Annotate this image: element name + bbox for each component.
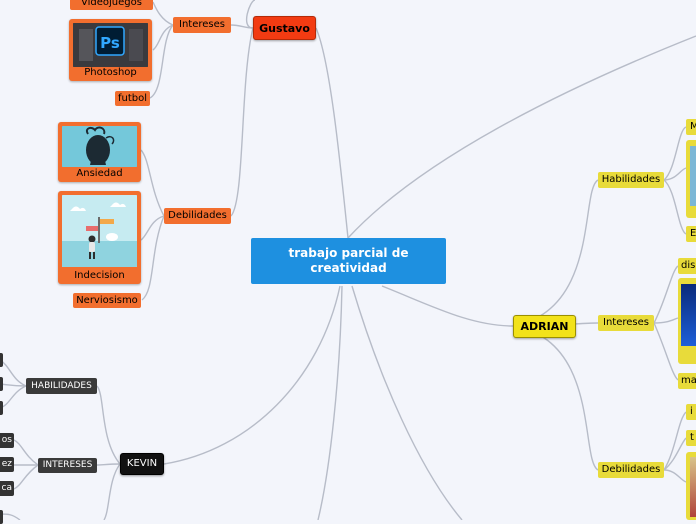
anxious-head-illustration (62, 126, 137, 167)
gustavo-ansiedad-card[interactable]: Ansiedad (58, 122, 141, 182)
kevin-label: KEVIN (127, 459, 157, 469)
kevin-habilidad-item-1[interactable] (0, 353, 3, 367)
kevin-interes-ca-label: ca (2, 484, 12, 493)
adrian-debilidad-i-label: i (690, 407, 693, 417)
kevin-interes-ez-node[interactable]: ez (0, 457, 14, 472)
kevin-bottom-item[interactable] (0, 510, 3, 524)
photoshop-caption: Photoshop (69, 67, 152, 78)
adrian-debilidad-image-card[interactable] (686, 452, 696, 520)
adrian-habilidades-node[interactable]: Habilidades (598, 172, 664, 188)
adrian-habilidad-e-label: E (690, 229, 696, 239)
adrian-intereses-label: Intereses (603, 318, 649, 328)
adrian-habilidad-m-label: M (690, 122, 696, 132)
debilidad-image (690, 457, 696, 517)
adrian-interes-dis-node[interactable]: dis (678, 258, 696, 274)
gustavo-label: Gustavo (259, 23, 310, 34)
videojuegos-label: Videojuegos (81, 0, 142, 8)
adrian-node[interactable]: ADRIAN (513, 315, 576, 338)
kevin-habilidades-node[interactable]: HABILIDADES (26, 378, 97, 394)
kevin-intereses-label: INTERESES (43, 461, 93, 470)
adrian-habilidad-m-node[interactable]: M (686, 119, 696, 135)
adrian-habilidad-image-card[interactable] (686, 140, 696, 218)
habilidad-image (690, 146, 696, 206)
gustavo-videojuegos-node[interactable]: Videojuegos (70, 0, 153, 10)
kevin-habilidades-label: HABILIDADES (31, 382, 92, 391)
svg-text:Ps: Ps (100, 34, 120, 52)
kevin-node[interactable]: KEVIN (120, 453, 164, 475)
gustavo-intereses-node[interactable]: Intereses (173, 17, 231, 33)
gustavo-node[interactable]: Gustavo (253, 16, 316, 40)
adrian-debilidad-t-label: t (690, 433, 694, 443)
ansiedad-caption: Ansiedad (58, 168, 141, 179)
adrian-intereses-node[interactable]: Intereses (598, 315, 654, 331)
central-topic-title: trabajo parcial de creatividad (271, 246, 426, 276)
adrian-debilidad-i-node[interactable]: i (686, 404, 696, 420)
gustavo-photoshop-card[interactable]: Ps Photoshop (69, 19, 152, 81)
gustavo-futbol-node[interactable]: futbol (115, 91, 150, 106)
adrian-habilidades-label: Habilidades (602, 175, 661, 185)
central-topic[interactable]: trabajo parcial de creatividad (251, 238, 446, 284)
adrian-debilidad-t-node[interactable]: t (686, 430, 696, 446)
indecision-caption: Indecision (58, 270, 141, 281)
kevin-habilidad-item-2[interactable] (0, 377, 3, 391)
kevin-interes-ca-node[interactable]: ca (0, 481, 14, 496)
gustavo-indecision-card[interactable]: Indecision (58, 191, 141, 284)
signpost-person-illustration (62, 195, 137, 267)
kevin-interes-os-label: os (2, 436, 12, 445)
gustavo-nerviosismo-node[interactable]: Nerviosismo (73, 293, 141, 308)
gustavo-debilidades-node[interactable]: Debilidades (164, 208, 231, 224)
interes-image (681, 284, 696, 346)
adrian-debilidades-node[interactable]: Debilidades (598, 462, 664, 478)
kevin-interes-os-node[interactable]: os (0, 433, 14, 448)
kevin-habilidad-item-3[interactable] (0, 401, 3, 415)
gustavo-debilidades-label: Debilidades (168, 211, 227, 221)
adrian-label: ADRIAN (521, 321, 569, 332)
adrian-interes-ma-label: ma (681, 376, 696, 386)
gustavo-intereses-label: Intereses (179, 20, 225, 30)
kevin-interes-ez-label: ez (2, 460, 12, 469)
futbol-label: futbol (118, 94, 147, 104)
adrian-interes-dis-label: dis (681, 261, 695, 271)
kevin-intereses-node[interactable]: INTERESES (38, 458, 97, 473)
adrian-interes-image-card[interactable] (678, 278, 696, 364)
adrian-interes-ma-node[interactable]: ma (678, 373, 696, 389)
photoshop-logo-icon: Ps (73, 23, 148, 67)
adrian-habilidad-e-node[interactable]: E (686, 226, 696, 242)
nerviosismo-label: Nerviosismo (76, 296, 138, 306)
adrian-debilidades-label: Debilidades (602, 465, 661, 475)
